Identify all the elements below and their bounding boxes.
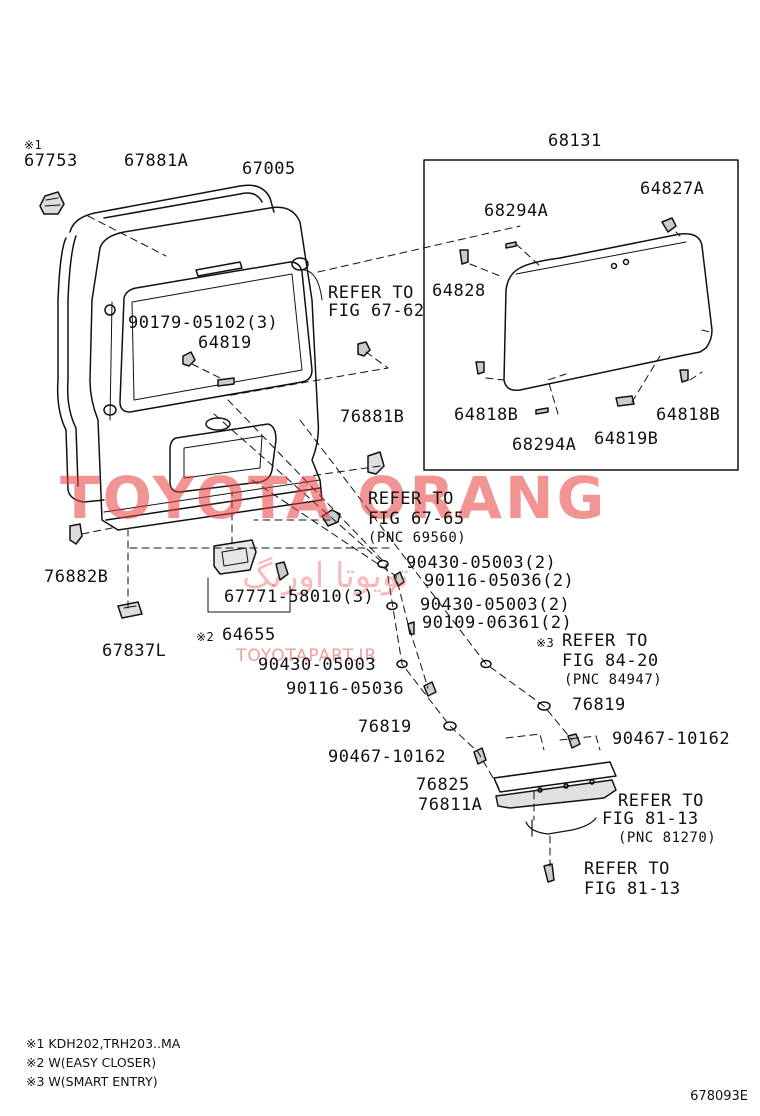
label-64828: 64828 [432,281,486,301]
label-refer-8420-a: REFER TO [562,631,648,651]
label-90430-2: 90430-05003(2) [420,595,571,615]
label-refer-6765-c: (PNC 69560) [368,530,467,546]
label-refer-8420-c: (PNC 84947) [564,672,663,688]
label-refer-6762-a: REFER TO [328,283,414,303]
part-64655-drawing [207,539,291,613]
label-90116-1: 90116-05036(2) [424,571,575,591]
footnote-3: ※3 W(SMART ENTRY) [26,1074,158,1089]
label-90467-left: 90467-10162 [328,747,447,767]
watermark-site: TOYOTAPART.IR [236,646,378,666]
label-90430-3: 90430-05003 [258,655,377,675]
label-64827A: 64827A [640,179,705,199]
label-64819: 64819 [198,333,252,353]
label-67005: 67005 [242,159,296,179]
label-90116-2: 90116-05036 [286,679,405,699]
label-76882B: 76882B [44,567,109,587]
label-76825: 76825 [416,775,470,795]
label-refer-8113a-b: FIG 81-13 [602,809,699,829]
label-67881A: 67881A [124,151,189,171]
harness-drawing [525,817,597,883]
part-67753-drawing [39,191,65,215]
label-76811A: 76811A [418,795,483,815]
label-90109: 90109-06361(2) [422,613,573,633]
label-refer-6765-a: REFER TO [368,489,454,509]
label-76819-left: 76819 [358,717,412,737]
label-refer-8113b-a: REFER TO [584,859,670,879]
part-68131-drawing [423,159,739,471]
label-67771: 67771-58010(3) [224,587,375,607]
label-refer-6765-b: FIG 67-65 [368,509,465,529]
label-64819B: 64819B [594,429,659,449]
part-67881A-drawing [56,184,275,503]
label-refer-6762-b: FIG 67-62 [328,301,425,321]
label-68294A-top: 68294A [484,201,549,221]
label-refer-8420-mark: ※3 [536,636,555,650]
label-67753: 67753 [24,151,78,171]
footnote-1: ※1 KDH202,TRH203..MA [26,1036,181,1051]
label-64655: 64655 [222,625,276,645]
figure-code: 678093E [690,1089,748,1104]
label-90467-right: 90467-10162 [612,729,731,749]
label-64818B-right: 64818B [656,405,721,425]
label-68131: 68131 [548,131,602,151]
label-refer-8113b-b: FIG 81-13 [584,879,681,899]
label-refer-8420-b: FIG 84-20 [562,651,659,671]
label-64818B-left: 64818B [454,405,519,425]
label-refer-8113a-c: (PNC 81270) [618,830,717,846]
label-64655-mark: ※2 [196,630,215,644]
label-67837L: 67837L [102,641,167,661]
label-90430-1: 90430-05003(2) [406,553,557,573]
label-76881B: 76881B [340,407,405,427]
leader-lines [81,215,711,867]
label-refer-8113a-a: REFER TO [618,791,704,811]
label-67753-mark: ※1 [24,138,43,152]
part-brackets-drawing [69,451,385,619]
footnote-2: ※2 W(EASY CLOSER) [26,1055,157,1070]
part-76811A-drawing [493,761,617,809]
label-90179: 90179-05102(3) [128,313,279,333]
watermark-text: TOYOTA ORANG [60,464,608,532]
label-76819-right: 76819 [572,695,626,715]
watermark-farsi: تویوتا اورنگ [242,556,409,596]
part-69560-drawing [321,509,341,527]
label-68294A-bottom: 68294A [512,435,577,455]
